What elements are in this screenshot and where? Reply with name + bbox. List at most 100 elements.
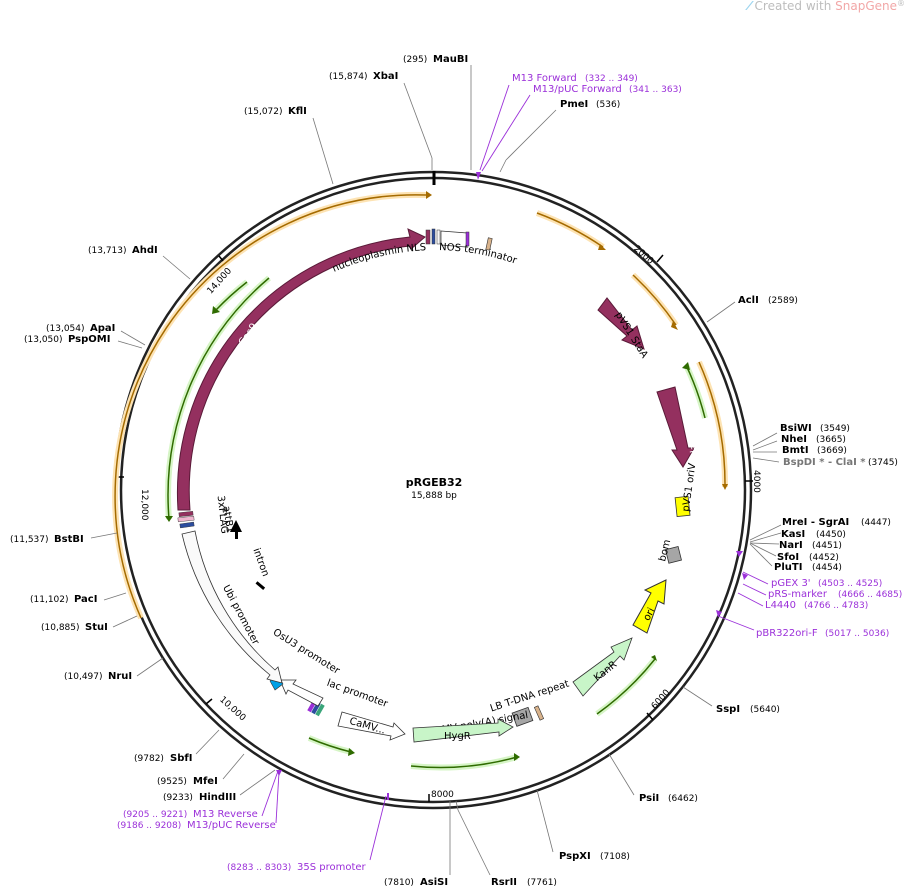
primer-leader-lines bbox=[261, 84, 769, 861]
site-hindiii-pos: (9233) bbox=[163, 793, 193, 803]
site-stui-pos: (10,885) bbox=[41, 623, 80, 633]
primer-m13-forward[interactable]: M13 Forward bbox=[512, 73, 577, 84]
lb-tdna-repeat-feature[interactable] bbox=[533, 705, 545, 721]
site-bspdi-clai[interactable]: BspDI * - ClaI * bbox=[783, 457, 866, 468]
site-pspxi-pos: (7108) bbox=[600, 852, 630, 862]
primer-m13-reverse[interactable]: M13 Reverse bbox=[193, 809, 258, 820]
site-stui[interactable]: StuI bbox=[85, 622, 108, 633]
site-pspxi[interactable]: PspXI bbox=[559, 851, 591, 862]
site-sfoi[interactable]: SfoI bbox=[777, 552, 799, 563]
orf-arcs-orange bbox=[112, 191, 729, 620]
site-apai-pos: (13,054) bbox=[46, 324, 85, 334]
site-nhei[interactable]: NheI bbox=[781, 434, 807, 445]
site-mauibi[interactable]: MauBI bbox=[433, 54, 468, 65]
snapgene-brand-text: SnapGene bbox=[835, 0, 897, 13]
plasmid-size: 15,888 bp bbox=[411, 491, 457, 501]
primer-marks bbox=[276, 172, 748, 800]
ubi-promoter-feature[interactable] bbox=[181, 530, 283, 684]
site-hindiii[interactable]: HindIII bbox=[199, 792, 236, 803]
site-asisi[interactable]: AsiSI bbox=[420, 877, 448, 888]
restriction-site-labels: (295) MauBI (15,874) XbaI PmeI (536) (15… bbox=[10, 54, 898, 888]
tick-label-2000: 2000 bbox=[631, 244, 655, 267]
site-nari-pos: (4451) bbox=[812, 541, 842, 551]
primer-prs-marker[interactable]: pRS-marker bbox=[768, 589, 828, 600]
site-pspomi[interactable]: PspOMI bbox=[68, 334, 110, 345]
primer-pgex3-range: (4503 .. 4525) bbox=[818, 579, 882, 589]
site-bstbi[interactable]: BstBI bbox=[54, 534, 84, 545]
primer-prs-marker-range: (4666 .. 4685) bbox=[838, 590, 902, 600]
kanr-feature[interactable] bbox=[572, 637, 633, 697]
site-mauibi-pos: (295) bbox=[403, 55, 427, 65]
nls-nos-cluster[interactable] bbox=[425, 228, 493, 251]
site-xbai[interactable]: XbaI bbox=[373, 71, 398, 82]
tick-label-12000: 12,000 bbox=[139, 489, 149, 521]
site-bmti[interactable]: BmtI bbox=[782, 445, 809, 456]
attb1-flag-cluster[interactable] bbox=[177, 511, 195, 529]
site-apai[interactable]: ApaI bbox=[90, 323, 115, 334]
site-nrui[interactable]: NruI bbox=[108, 671, 132, 682]
site-ahdi-pos: (13,713) bbox=[88, 246, 127, 256]
pvs1-staa-feature[interactable] bbox=[597, 297, 645, 350]
site-nari[interactable]: NarI bbox=[779, 540, 803, 551]
site-acli[interactable]: AclI bbox=[738, 295, 759, 306]
site-paci-pos: (11,102) bbox=[30, 595, 69, 605]
site-kfli[interactable]: KflI bbox=[288, 106, 307, 117]
site-sspi[interactable]: SspI bbox=[716, 704, 740, 715]
primer-pgex3[interactable]: pGEX 3' bbox=[771, 578, 811, 589]
osu3-promoter-label: OsU3 promoter bbox=[271, 627, 342, 677]
site-mrei-sgrai[interactable]: MreI - SgrAI bbox=[782, 517, 849, 528]
site-asisi-pos: (7810) bbox=[384, 878, 414, 888]
snapgene-logo-icon: ⁄ bbox=[748, 0, 751, 13]
pvs1-repa-feature[interactable] bbox=[656, 386, 695, 468]
primer-m13-puc-reverse[interactable]: M13/pUC Reverse bbox=[187, 820, 276, 831]
camv-polya-feature[interactable] bbox=[511, 706, 534, 727]
site-nhei-pos: (3665) bbox=[816, 435, 846, 445]
ori-feature[interactable] bbox=[632, 579, 667, 634]
site-bsiwi-pos: (3549) bbox=[820, 424, 850, 434]
tick-label-6000: 6000 bbox=[650, 688, 673, 712]
site-sbfi-pos: (9782) bbox=[134, 754, 164, 764]
bom-feature[interactable] bbox=[664, 546, 682, 564]
lb-tdna-repeat-label: LB T-DNA repeat bbox=[489, 679, 571, 715]
site-rsrii[interactable]: RsrII bbox=[491, 877, 517, 888]
primer-m13-reverse-range: (9205 .. 9221) bbox=[123, 810, 187, 820]
site-sbfi[interactable]: SbfI bbox=[170, 753, 192, 764]
site-ahdi[interactable]: AhdI bbox=[132, 245, 158, 256]
site-pmei[interactable]: PmeI bbox=[560, 99, 588, 110]
hygr-feature[interactable] bbox=[412, 718, 514, 743]
camv-promoter-feature[interactable] bbox=[337, 711, 406, 741]
intron-marker bbox=[255, 581, 266, 590]
pvs1-oriv-feature[interactable] bbox=[674, 495, 691, 518]
site-acli-pos: (2589) bbox=[768, 296, 798, 306]
primer-m13-forward-range: (332 .. 349) bbox=[585, 74, 638, 84]
primer-pbr322ori-f-range: (5017 .. 5036) bbox=[825, 629, 889, 639]
site-psii[interactable]: PsiI bbox=[639, 793, 659, 804]
primer-pbr322ori-f[interactable]: pBR322ori-F bbox=[756, 628, 818, 639]
site-leader-lines bbox=[90, 65, 782, 876]
site-bmti-pos: (3669) bbox=[817, 446, 847, 456]
site-mfei[interactable]: MfeI bbox=[193, 776, 218, 787]
flag-label: 3xFLAG bbox=[215, 495, 230, 534]
intron-arrow-stem bbox=[235, 531, 238, 539]
site-bsiwi[interactable]: BsiWI bbox=[780, 423, 812, 434]
primer-m13-puc-forward[interactable]: M13/pUC Forward bbox=[533, 84, 622, 95]
site-psii-pos: (6462) bbox=[668, 794, 698, 804]
cas9-feature[interactable] bbox=[176, 228, 426, 511]
primer-35s-promoter-range: (8283 .. 8303) bbox=[227, 863, 291, 873]
primer-m13-puc-forward-range: (341 .. 363) bbox=[629, 85, 682, 95]
primer-35s-promoter[interactable]: 35S promoter bbox=[297, 862, 367, 873]
osu3-promoter-feature[interactable] bbox=[279, 679, 324, 707]
site-pspomi-pos: (13,050) bbox=[24, 335, 63, 345]
site-pluti[interactable]: PluTI bbox=[774, 562, 802, 573]
site-mfei-pos: (9525) bbox=[157, 777, 187, 787]
primer-l4440[interactable]: L4440 bbox=[765, 600, 796, 611]
primer-l4440-range: (4766 .. 4783) bbox=[804, 601, 868, 611]
site-kfli-pos: (15,072) bbox=[244, 107, 283, 117]
bom-label: bom bbox=[657, 538, 673, 562]
site-bstbi-pos: (11,537) bbox=[10, 535, 49, 545]
tick-label-8000: 8000 bbox=[431, 790, 454, 800]
site-kasi[interactable]: KasI bbox=[781, 529, 805, 540]
site-paci[interactable]: PacI bbox=[74, 594, 97, 605]
intron-label: intron bbox=[250, 547, 270, 578]
nos-terminator-label: NOS terminator bbox=[439, 242, 519, 267]
